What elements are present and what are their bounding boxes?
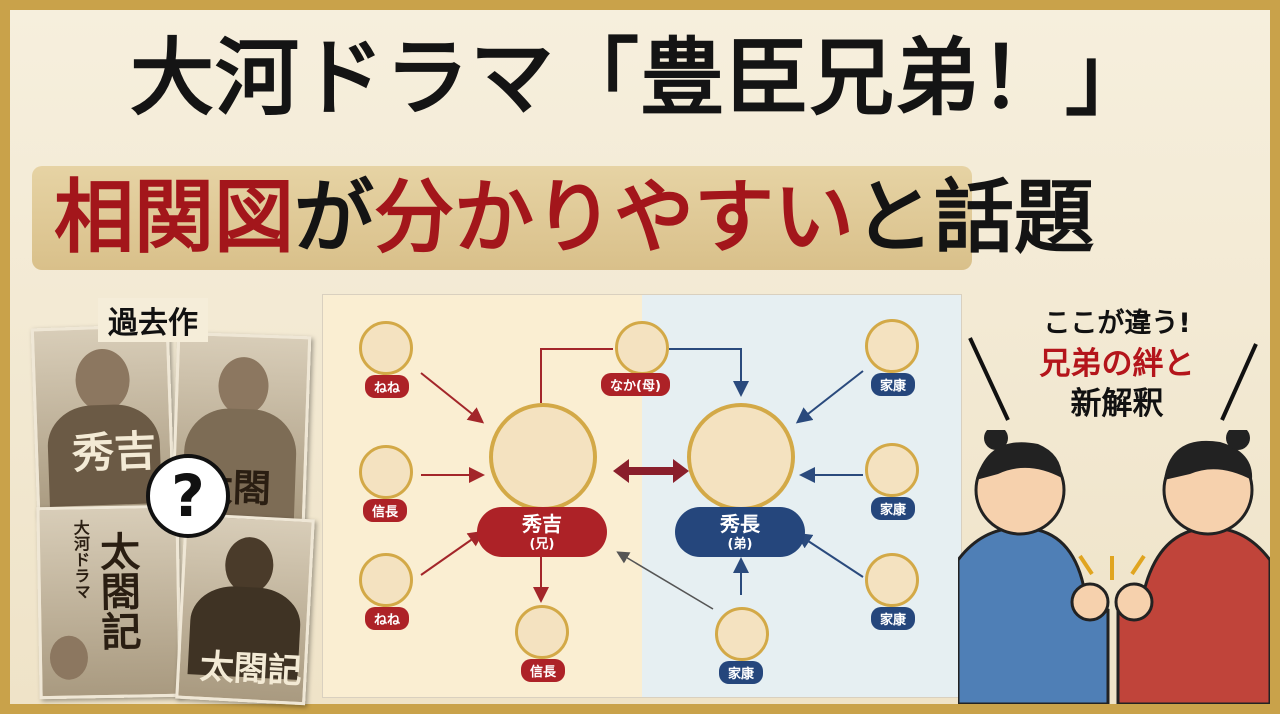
subtitle-part-easy: 分かりやすい bbox=[374, 171, 854, 264]
avatar-nene bbox=[359, 321, 413, 375]
relationship-diagram: ねね 信長 ねね なか(母) 秀吉 (兄) 秀長 (弟) 信長 家康 家康 家康… bbox=[322, 294, 962, 698]
poster-title: 秀吉 bbox=[71, 426, 157, 479]
tag-ieyasu-bottom: 家康 bbox=[719, 661, 764, 684]
tag-ieyasu-2: 家康 bbox=[871, 497, 916, 520]
poster-portrait bbox=[217, 356, 270, 416]
poster-small-title: 大河ドラマ bbox=[70, 519, 91, 600]
past-works-posters: 秀吉 太閤記 大河ドラマ 太閤記 太閤記 過去作 ? bbox=[30, 298, 315, 706]
subtitle-part-topic: と話題 bbox=[854, 171, 1094, 264]
avatar-ieyasu-bottom bbox=[715, 607, 769, 661]
line-naka-to-hideyoshi bbox=[540, 348, 613, 403]
avatar-ieyasu-1 bbox=[865, 319, 919, 373]
tag-nene-2: ねね bbox=[365, 607, 410, 630]
avatar-naka bbox=[615, 321, 669, 375]
poster-portrait bbox=[49, 635, 89, 681]
hideyoshi-role: (兄) bbox=[529, 537, 555, 552]
avatar-nobunaga-bottom bbox=[515, 605, 569, 659]
tag-naka: なか(母) bbox=[601, 373, 670, 396]
pill-hidenaga: 秀長 (弟) bbox=[675, 507, 805, 557]
hideyoshi-name: 秀吉 bbox=[522, 512, 562, 536]
main-title: 大河ドラマ「豊臣兄弟！」 bbox=[129, 29, 1150, 127]
avatar-hidenaga bbox=[687, 403, 795, 511]
arrow-ieyasu1-to-hidenaga bbox=[795, 370, 864, 424]
hidenaga-role: (弟) bbox=[727, 537, 753, 552]
arrow-ieyasu3-to-hidenaga bbox=[795, 532, 864, 578]
tag-ieyasu-3: 家康 bbox=[871, 607, 916, 630]
avatar-nene-2 bbox=[359, 553, 413, 607]
arrow-naka-to-hidenaga bbox=[669, 348, 749, 397]
arrow-nene2-to-hideyoshi bbox=[420, 530, 485, 576]
subtitle-part-correlation: 相関図 bbox=[54, 171, 294, 264]
poster-taiga-taikoki: 大河ドラマ 太閤記 bbox=[36, 504, 182, 700]
poster-title: 太閤記 bbox=[92, 530, 142, 652]
arrow-ieyasu-to-hideyoshi bbox=[616, 551, 714, 610]
past-works-label: 過去作 bbox=[98, 298, 208, 342]
tag-ieyasu-1: 家康 bbox=[871, 373, 916, 396]
callout-line2: 兄弟の絆と bbox=[1039, 346, 1195, 382]
poster-title: 太閤記 bbox=[198, 646, 303, 693]
double-arrow-brothers bbox=[613, 459, 689, 483]
avatar-hideyoshi bbox=[489, 403, 597, 511]
tag-nobunaga: 信長 bbox=[363, 499, 408, 522]
poster-portrait bbox=[74, 348, 131, 412]
pill-hideyoshi: 秀吉 (兄) bbox=[477, 507, 607, 557]
brothers-fist-bump-illustration bbox=[958, 430, 1270, 704]
tag-nene: ねね bbox=[365, 375, 410, 398]
callout-line3: 新解釈 bbox=[1070, 386, 1164, 422]
arrow-nene-to-hideyoshi bbox=[420, 372, 485, 424]
callout-text: ここが違う! 兄弟の絆と 新解釈 bbox=[986, 304, 1248, 474]
question-mark-icon: ? bbox=[146, 454, 230, 538]
callout-lines bbox=[968, 337, 1258, 421]
hidenaga-name: 秀長 bbox=[720, 512, 760, 536]
diagram-arrows bbox=[420, 348, 864, 610]
avatar-nobunaga bbox=[359, 445, 413, 499]
tag-nobunaga-bottom: 信長 bbox=[521, 659, 566, 682]
subtitle-banner: 相関図が分かりやすいと話題 bbox=[32, 166, 1094, 270]
avatar-ieyasu-2 bbox=[865, 443, 919, 497]
subtitle-text: 相関図が分かりやすいと話題 bbox=[32, 171, 1094, 264]
callout-line1: ここが違う! bbox=[1043, 308, 1191, 339]
avatar-ieyasu-3 bbox=[865, 553, 919, 607]
subtitle-part-ga: が bbox=[294, 171, 374, 264]
poster-taikoki-2: 太閤記 bbox=[175, 512, 315, 706]
